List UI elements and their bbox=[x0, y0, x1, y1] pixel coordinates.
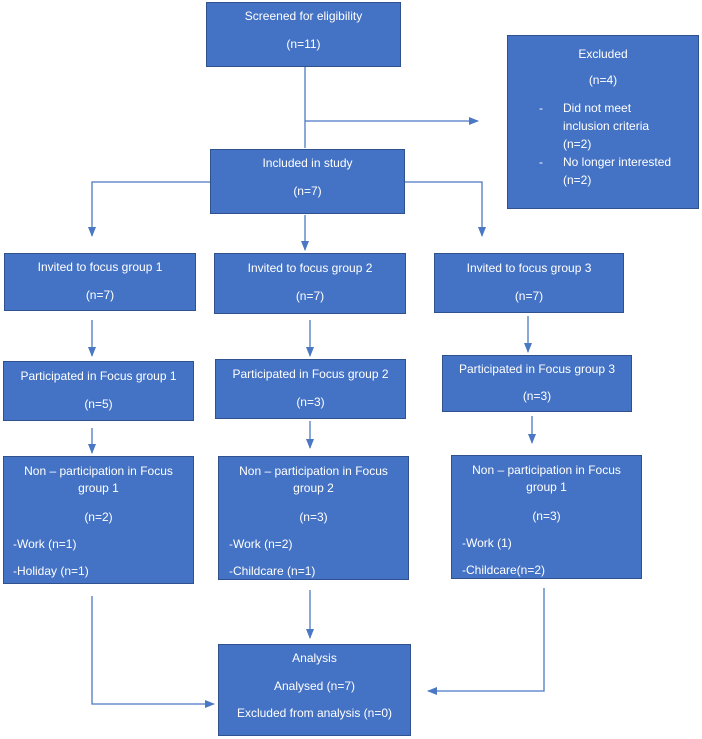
excluded-reason-2-line-2: (n=2) bbox=[563, 173, 592, 187]
excluded-reason-2-bullet: - bbox=[539, 155, 543, 169]
nonpart-box-3: Non – participation in Focus group 1 (n=… bbox=[451, 455, 642, 579]
screened-count: (n=11) bbox=[286, 37, 321, 51]
nonpart-3-reason-1: -Work (1) bbox=[462, 536, 512, 550]
nonpart-1-reason-2: -Holiday (n=1) bbox=[13, 564, 89, 578]
analysis-excluded: Excluded from analysis (n=0) bbox=[236, 706, 393, 720]
invited-2-title: Invited to focus group 2 bbox=[247, 261, 373, 275]
nonpart-1-title-line-1: Non – participation in Focus bbox=[24, 464, 173, 478]
nonpart-box-1: Non – participation in Focus group 1 (n=… bbox=[3, 456, 194, 584]
invited-3-title: Invited to focus group 3 bbox=[466, 261, 592, 275]
analysis-box: Analysis Analysed (n=7) Excluded from an… bbox=[218, 644, 411, 736]
nonpart-3-reason-2: -Childcare(n=2) bbox=[462, 563, 546, 577]
nonpart-2-title-line-2: group 2 bbox=[293, 481, 334, 495]
arrow-included-to-invited-1 bbox=[88, 181, 210, 237]
participated-1-title: Participated in Focus group 1 bbox=[20, 369, 177, 383]
nonpart-2-reason-1: -Work (n=2) bbox=[229, 537, 293, 551]
nonpart-1-count: (n=2) bbox=[84, 510, 113, 524]
included-title: Included in study bbox=[262, 156, 353, 170]
participated-3-count: (n=3) bbox=[522, 389, 552, 403]
excluded-reason-1-line-2: inclusion criteria bbox=[563, 119, 650, 133]
included-count: (n=7) bbox=[293, 184, 322, 198]
excluded-reason-1-line-3: (n=2) bbox=[563, 137, 592, 151]
screened-title: Screened for eligibility bbox=[244, 9, 363, 23]
nonpart-2-title-line-1: Non – participation in Focus bbox=[239, 464, 388, 478]
invited-box-3: Invited to focus group 3 (n=7) bbox=[434, 253, 624, 313]
invited-1-count: (n=7) bbox=[85, 288, 115, 302]
analysis-title: Analysis bbox=[292, 651, 337, 665]
screened-box: Screened for eligibility (n=11) bbox=[206, 2, 401, 67]
excluded-box: Excluded (n=4) - Did not meet inclusion … bbox=[507, 35, 699, 209]
excluded-title: Excluded bbox=[578, 47, 628, 61]
invited-box-2: Invited to focus group 2 (n=7) bbox=[214, 253, 406, 314]
nonpart-1-reason-1: -Work (n=1) bbox=[13, 537, 77, 551]
participated-box-1: Participated in Focus group 1 (n=5) bbox=[3, 361, 194, 421]
participated-box-2: Participated in Focus group 2 (n=3) bbox=[215, 359, 406, 419]
nonpart-1-title-line-2: group 1 bbox=[78, 481, 119, 495]
participated-2-count: (n=3) bbox=[296, 395, 325, 409]
participated-box-3: Participated in Focus group 3 (n=3) bbox=[442, 355, 632, 412]
analysis-analysed: Analysed (n=7) bbox=[273, 679, 356, 693]
excluded-reason-1-line-1: Did not meet bbox=[563, 101, 632, 115]
invited-1-title: Invited to focus group 1 bbox=[37, 260, 163, 274]
nonpart-3-count: (n=3) bbox=[532, 509, 561, 523]
nonpart-3-title-line-1: Non – participation in Focus bbox=[472, 463, 621, 477]
invited-2-count: (n=7) bbox=[295, 289, 325, 303]
excluded-reason-2-line-1: No longer interested bbox=[563, 155, 672, 169]
arrow-nonpart-1-to-analysis bbox=[91, 596, 215, 708]
invited-3-count: (n=7) bbox=[514, 289, 544, 303]
excluded-count: (n=4) bbox=[588, 73, 618, 87]
participated-3-title: Participated in Focus group 3 bbox=[458, 362, 616, 376]
excluded-reason-1-bullet: - bbox=[539, 101, 543, 115]
arrow-included-to-invited-3 bbox=[405, 181, 486, 237]
invited-box-1: Invited to focus group 1 (n=7) bbox=[4, 253, 196, 311]
nonpart-2-reason-2: -Childcare (n=1) bbox=[229, 564, 316, 578]
nonpart-box-2: Non – participation in Focus group 2 (n=… bbox=[218, 456, 409, 580]
nonpart-3-title-line-2: group 1 bbox=[526, 480, 567, 494]
participated-2-title: Participated in Focus group 2 bbox=[232, 367, 389, 381]
included-box: Included in study (n=7) bbox=[210, 149, 405, 214]
arrow-nonpart-3-to-analysis bbox=[427, 588, 545, 695]
participated-1-count: (n=5) bbox=[84, 397, 113, 411]
nonpart-2-count: (n=3) bbox=[299, 510, 328, 524]
